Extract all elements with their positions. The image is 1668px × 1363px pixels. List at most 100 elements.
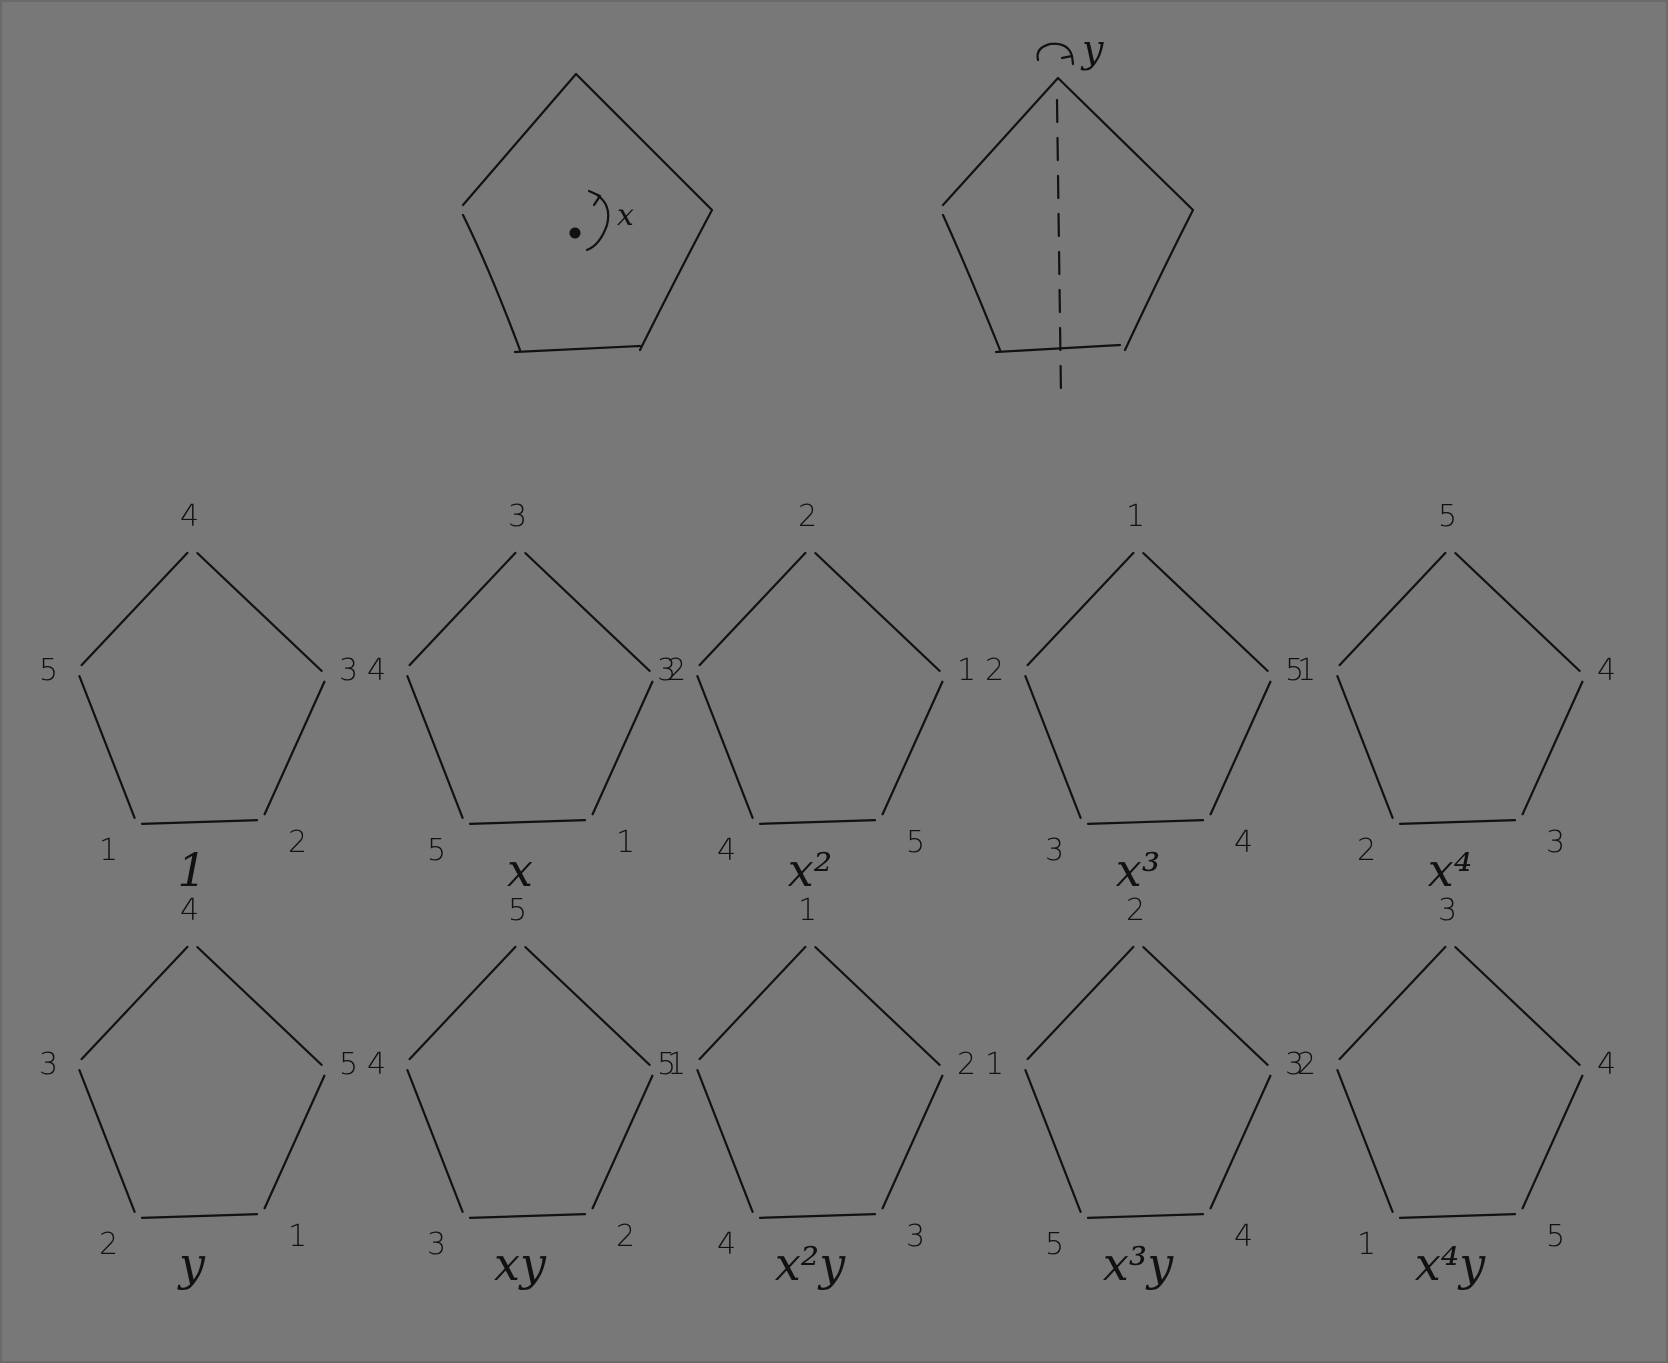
vertex-label: 2 (1357, 833, 1376, 868)
vertex-label: 5 (906, 825, 925, 860)
vertex-label: 3 (1438, 893, 1457, 928)
vertex-label: 1 (288, 1219, 307, 1254)
rotation-label: x (617, 198, 634, 233)
pentagon-edge (1521, 1074, 1584, 1210)
pentagon-edge (524, 552, 651, 672)
vertex-label: 4 (1597, 1047, 1616, 1082)
pentagon-edge (1026, 551, 1135, 667)
pentagon-edge (814, 946, 941, 1066)
vertex-label: 4 (717, 833, 736, 868)
vertex-label: 5 (339, 1047, 358, 1082)
element-label: x² (788, 843, 832, 897)
pentagon-edge (698, 945, 807, 1061)
pentagon-edge (1336, 675, 1394, 819)
pentagon-edge (1024, 675, 1082, 819)
vertex-label: 3 (339, 653, 358, 688)
vertex-label: 1 (1357, 1227, 1376, 1262)
pentagon-edge (1454, 946, 1581, 1066)
element-label: y (177, 1237, 206, 1291)
group-elements: 43215132154x21543x²15432x³54321x⁴45123y5… (39, 499, 1616, 1291)
reflection-label: y (1080, 27, 1104, 71)
vertex-label: 4 (180, 499, 199, 534)
pentagon-edge (524, 946, 651, 1066)
pentagon-edge (1086, 819, 1205, 825)
pentagon-edge (696, 1069, 754, 1213)
vertex-label: 2 (1126, 893, 1145, 928)
pentagon-edge (468, 1213, 587, 1219)
element-label: xy (494, 1237, 547, 1291)
vertex-label: 2 (667, 653, 686, 688)
pentagon-edge (881, 1074, 944, 1210)
rotation-arrow-icon (585, 189, 610, 252)
vertex-label: 4 (1234, 825, 1253, 860)
vertex-label: 3 (427, 1227, 446, 1262)
pentagon-edge (1338, 945, 1447, 1061)
vertex-label: 4 (717, 1227, 736, 1262)
pentagon-edge (814, 552, 941, 672)
vertex-label: 2 (798, 499, 817, 534)
reflection-arrow-icon (1036, 42, 1075, 66)
vertex-label: 1 (99, 833, 118, 868)
vertex-label: 2 (99, 1227, 118, 1262)
pentagon-edge (881, 680, 944, 816)
pentagon-edge (758, 1213, 877, 1219)
element-label: 1 (177, 843, 206, 897)
pentagon-edge (80, 551, 189, 667)
pentagon-edge (263, 1074, 326, 1210)
vertex-label: 5 (508, 893, 527, 928)
vertex-label: 4 (1597, 653, 1616, 688)
pentagon-edge (1521, 680, 1584, 816)
vertex-label: 2 (616, 1219, 635, 1254)
vertex-label: 1 (798, 893, 817, 928)
pentagon-edge (1398, 1213, 1517, 1219)
vertex-label: 5 (1045, 1227, 1064, 1262)
vertex-label: 4 (367, 653, 386, 688)
pentagon-edge (1398, 819, 1517, 825)
vertex-label: 2 (1297, 1047, 1316, 1082)
pentagon-edge (591, 680, 654, 816)
pentagon-edge (591, 1074, 654, 1210)
pentagon-edge (406, 675, 464, 819)
pentagon-edge (1026, 945, 1135, 1061)
pentagon-edge (78, 675, 136, 819)
pentagon-edge (140, 1213, 259, 1219)
vertex-label: 1 (616, 825, 635, 860)
pentagon-edge (1454, 552, 1581, 672)
vertex-label: 3 (1546, 825, 1565, 860)
vertex-label: 3 (1045, 833, 1064, 868)
pentagon-edge (406, 1069, 464, 1213)
vertex-label: 1 (957, 653, 976, 688)
pentagon-edge (140, 819, 259, 825)
vertex-label: 4 (180, 893, 199, 928)
element-pentagon: 2 1 5 4 3 x² (657, 499, 976, 897)
reflection-axis (1055, 98, 1063, 397)
vertex-label: 3 (39, 1047, 58, 1082)
vertex-label: 2 (288, 825, 307, 860)
pentagon-edge (408, 551, 517, 667)
pentagon-edge (758, 819, 877, 825)
vertex-label: 5 (1438, 499, 1457, 534)
vertex-label: 1 (985, 1047, 1004, 1082)
vertex-label: 1 (1126, 499, 1145, 534)
vertex-label: 4 (367, 1047, 386, 1082)
pentagon-edge (1209, 1074, 1272, 1210)
vertex-label: 3 (906, 1219, 925, 1254)
vertex-label: 5 (1546, 1219, 1565, 1254)
pentagon-edge (468, 819, 587, 825)
element-label: x³y (1103, 1237, 1174, 1291)
pentagon-edge (263, 680, 326, 816)
vertex-label: 3 (657, 653, 676, 688)
pentagon-edge (80, 945, 189, 1061)
element-label: x (507, 843, 533, 897)
pentagon-edge (696, 675, 754, 819)
vertex-label: 1 (667, 1047, 686, 1082)
vertex-label: 5 (657, 1047, 676, 1082)
